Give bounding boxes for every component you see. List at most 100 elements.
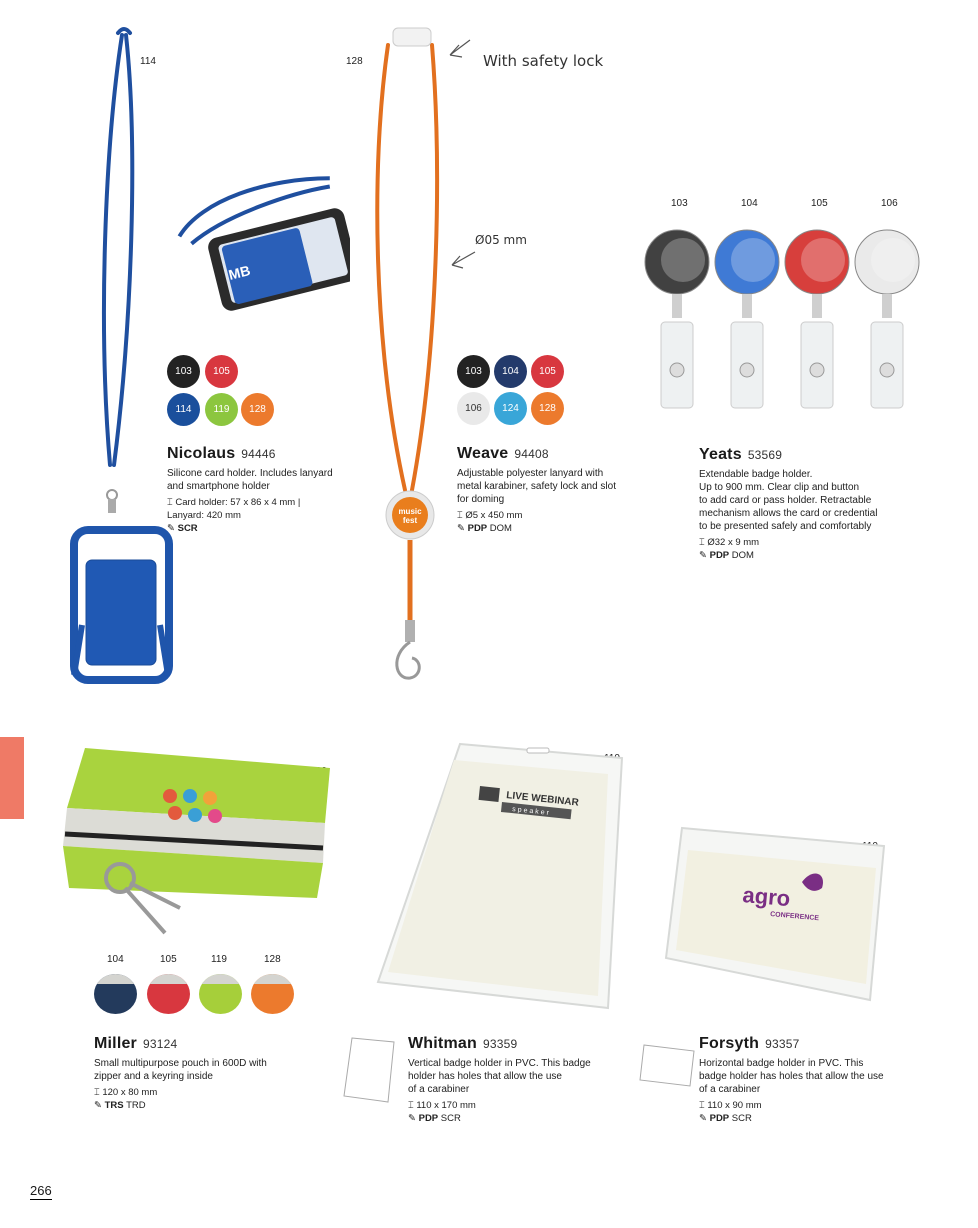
reel-shine — [731, 238, 775, 282]
phone-logo-text: MB — [227, 262, 252, 283]
badge-text: fest — [403, 516, 418, 525]
color-swatch — [251, 974, 294, 1014]
reel-shine — [801, 238, 845, 282]
product-size: ⌶ 120 x 80 mm — [94, 1087, 158, 1098]
swatch-code: 104 — [107, 954, 124, 965]
product-size: ⌶ 110 x 90 mm — [699, 1100, 762, 1111]
reel-button — [809, 362, 825, 378]
product-print: ✎ PDP SCR — [699, 1113, 752, 1124]
color-swatch — [94, 974, 137, 1014]
color-swatch: 119 — [205, 393, 238, 426]
reel-strap — [672, 294, 682, 318]
swatch-code: 128 — [264, 954, 281, 965]
reel-strap — [882, 294, 892, 318]
whitman-thumbnail — [343, 1037, 395, 1103]
image-color-code: 103 — [671, 198, 688, 209]
product-ref: 93357 — [765, 1037, 800, 1051]
product-description: Extendable badge holder.Up to 900 mm. Cl… — [699, 469, 878, 532]
image-color-code: 128 — [346, 56, 363, 67]
forsyth-thumbnail — [639, 1044, 695, 1087]
weave-product-image: music fest — [375, 27, 476, 680]
size-icon: ⌶ — [699, 1100, 708, 1111]
reel-button — [879, 362, 895, 378]
size-icon: ⌶ — [94, 1087, 103, 1098]
color-swatch: 103 — [457, 355, 490, 388]
print-icon: ✎ — [457, 523, 468, 534]
size-icon: ⌶ — [699, 537, 708, 548]
product-ref: 94408 — [514, 447, 549, 461]
print-icon: ✎ — [408, 1113, 419, 1124]
image-color-code: 106 — [881, 198, 898, 209]
color-swatch: 128 — [241, 393, 274, 426]
color-swatch — [147, 974, 190, 1014]
product-ref: 94446 — [241, 447, 276, 461]
color-swatch: 106 — [457, 392, 490, 425]
product-size: ⌶ 110 x 170 mm — [408, 1100, 476, 1111]
swatch-code: 105 — [160, 954, 177, 965]
product-size: ⌶ Ø32 x 9 mm — [699, 537, 760, 548]
color-swatch: 128 — [531, 392, 564, 425]
color-swatch: 114 — [167, 393, 200, 426]
color-swatch: 103 — [167, 355, 200, 388]
image-color-code: 105 — [811, 198, 828, 209]
diameter-callout: Ø05 mm — [475, 233, 527, 247]
product-size: ⌶ Ø5 x 450 mm — [457, 510, 523, 521]
reel-shine — [661, 238, 705, 282]
card-text: agro — [742, 882, 792, 911]
color-swatch — [199, 974, 242, 1014]
product-print: ✎ PDP DOM — [699, 550, 754, 561]
product-ref: 93359 — [482, 1037, 518, 1051]
forsyth-product-image: agro CONFERENCE — [664, 826, 886, 1002]
size-icon: ⌶ — [408, 1100, 417, 1111]
product-ref: 93124 — [143, 1037, 178, 1051]
print-icon: ✎ — [699, 550, 710, 561]
color-swatch: 105 — [205, 355, 238, 388]
print-icon: ✎ — [167, 523, 178, 534]
product-print: ✎ PDP DOM — [457, 523, 512, 534]
product-size: ⌶ Card holder: 57 x 86 x 4 mm | Lanyard:… — [167, 497, 301, 521]
product-ref: 53569 — [747, 448, 783, 462]
yeats-reels — [644, 229, 920, 409]
image-color-code: 104 — [741, 198, 758, 209]
safety-lock-callout: With safety lock — [483, 52, 604, 70]
color-swatch: 105 — [531, 355, 564, 388]
miller-product-image — [63, 748, 330, 935]
product-print: ✎ PDP SCR — [408, 1113, 461, 1124]
swatch-code: 119 — [211, 954, 227, 965]
product-print: ✎ SCR — [167, 523, 198, 534]
reel-strap — [812, 294, 822, 318]
size-icon: ⌶ — [457, 510, 466, 521]
whitman-product-image: LIVE WEBINAR speaker — [376, 742, 624, 1010]
color-swatch: 124 — [494, 392, 527, 425]
reel-shine — [871, 238, 915, 282]
yeats-product-image — [644, 229, 920, 409]
reel-button — [739, 362, 755, 378]
card-text: CONFERENCE — [770, 911, 820, 922]
section-tab — [0, 737, 24, 819]
size-icon: ⌶ — [167, 497, 176, 508]
badge-text: music — [398, 507, 422, 516]
product-description: Vertical badge holder in PVC. This badge… — [408, 1058, 591, 1095]
nicolaus-product-image: MB — [70, 27, 350, 684]
color-swatch: 104 — [494, 355, 527, 388]
reel-strap — [742, 294, 752, 318]
reel-button — [669, 362, 685, 378]
product-print: ✎ TRS TRD — [94, 1100, 146, 1111]
card-text: speaker — [512, 806, 551, 817]
page-number: 266 — [30, 1183, 52, 1200]
